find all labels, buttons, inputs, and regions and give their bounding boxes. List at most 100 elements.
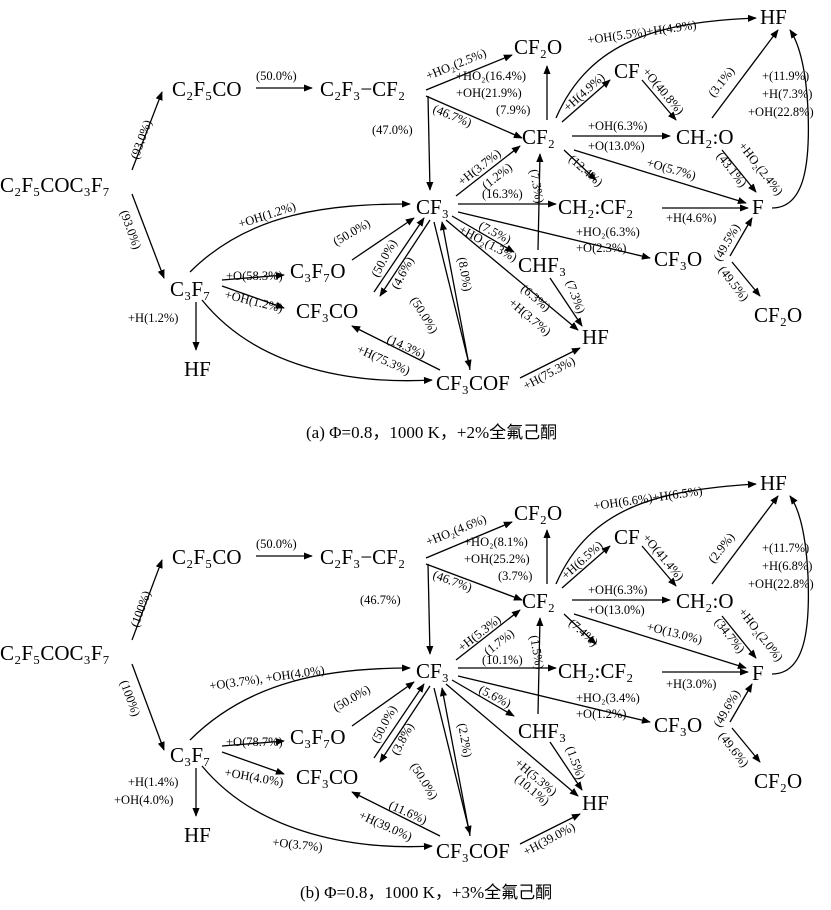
label-c2f3-cf2: (46.7%) <box>431 568 474 595</box>
arrow-ketone-to-c2f5co <box>131 91 163 171</box>
arrow-f-to-cf2o-lower <box>731 727 761 763</box>
arrow-cf3-to-cf3o <box>457 675 651 724</box>
label-ketone-c2f5co: (100%) <box>128 589 154 629</box>
label-c3f7o-cf3: (50.0%) <box>331 216 373 248</box>
arrow-ch2o-to-hf <box>711 495 779 585</box>
node-hf-left: HF <box>184 823 211 847</box>
label-c2f3-cf2: (46.7%) <box>431 102 474 130</box>
arrow-c2f3cf2-to-cf2 <box>425 563 523 601</box>
node-ch2cf2: CH₂:CF₂ <box>558 659 633 683</box>
label-ch2cf2-f: +H(4.6%) <box>666 211 716 225</box>
label-hf-side3: +OH(22.8%) <box>748 577 814 591</box>
label-ch2o-hf: (2.9%) <box>705 530 737 566</box>
label-cf2-f: +O(13.0%) <box>645 619 703 646</box>
arrow-cf3-to-cf3cof <box>433 221 472 369</box>
arrow-f-to-cf2o-lower <box>731 261 761 297</box>
node-c3f7o: C₃F₇O <box>290 259 346 283</box>
panel-a: C₂F₅COC₃F₇ C₂F₅CO C₂F₃−CF₂ C₃F₇ CF₃ CF₂ … <box>0 5 814 442</box>
node-cf2: CF₂ <box>522 589 555 613</box>
label-c3f7-cf3: +OH(1.2%) <box>237 199 298 231</box>
label-c3f7-hf: +H(1.4%) <box>128 775 178 789</box>
arrow-cf3co-to-cf3 <box>373 217 425 293</box>
arrow-c2f3cf2-to-cf3 <box>426 95 434 191</box>
node-cf3: CF₃ <box>416 659 449 683</box>
label-cf2-cf: +H(4.9%) <box>561 70 608 114</box>
arrow-cf2-to-ch2cf2 <box>563 149 597 181</box>
node-f: F <box>752 661 764 685</box>
node-c3f7: C₃F₇ <box>170 277 210 301</box>
node-chf3: CHF₃ <box>518 253 566 277</box>
label-ch2o-hf: (3.1%) <box>705 64 737 100</box>
label-cf2o-oh: +OH(25.2%) <box>464 552 530 566</box>
node-cf2o-right: CF₂O <box>754 769 802 793</box>
node-cf: CF <box>614 525 640 549</box>
label-c3f7-cf3cof: +O(3.7%) <box>272 835 324 854</box>
node-cf3co: CF₃CO <box>296 765 358 789</box>
label-cf3-ch2cf2: (16.3%) <box>482 187 523 201</box>
label-cf3-cf3o-ho2: +HO₂(6.3%) <box>576 225 640 239</box>
node-cf3o: CF₃O <box>654 247 702 271</box>
label-c2f3-cf3: (46.7%) <box>360 593 401 607</box>
arrow-c3f7-to-c3f7o-b <box>221 285 285 309</box>
arrow-cf3cof-to-cf3 <box>439 221 471 371</box>
arrow-chf3-to-cf2 <box>536 617 544 715</box>
arrow-cf3-to-hf <box>445 219 579 331</box>
arrow-cf2-to-f <box>573 149 747 205</box>
arrow-c3f7-to-cf3cof-curve <box>201 299 433 385</box>
label-cf2o-pct: (7.9%) <box>496 103 530 117</box>
label-hf-side1: +(11.9%) <box>762 69 809 83</box>
arrow-c3f7o-to-cf3 <box>351 217 415 261</box>
label-f-cf2o-b: (49.6%) <box>716 729 752 770</box>
arrow-ch2o-to-hf <box>711 29 779 119</box>
label-cf2-ch2o-oh: +OH(6.3%) <box>588 583 647 597</box>
node-c3f7o: C₃F₇O <box>290 725 346 749</box>
arrow-c3f7-to-c3f7o-a <box>221 272 285 281</box>
label-cf3cof-cf3: (8.0%) <box>455 256 475 292</box>
arrow-c3f7-to-cf3cof-curve <box>201 765 433 851</box>
label-cf2-chf3: (1.5%) <box>527 634 547 670</box>
node-hf-top: HF <box>760 5 787 29</box>
node-c2f3cf2: C₂F₃−CF₂ <box>320 545 405 569</box>
label-c3f7-cf3: +O(3.7%), +OH(4.0%) <box>208 663 325 693</box>
arrow-c2f3cf2-to-cf2o <box>425 521 513 559</box>
edge-labels-a: (93.0%) (93.0%) (50.0%) (47.0%) (46.7%) … <box>117 18 814 393</box>
label-hf-arc: +OH(6.6%)+H(6.5%) <box>592 484 703 513</box>
node-cf2o-right: CF₂O <box>754 303 802 327</box>
node-ch2cf2: CH₂:CF₂ <box>558 195 633 219</box>
label-c3f7-hf-b: +OH(4.0%) <box>114 793 173 807</box>
label-cf2o-ho2b: +HO₂(8.1%) <box>464 535 528 549</box>
arrow-c3f7o-to-cf3 <box>351 681 415 727</box>
label-cf2o-ho2b: +HO₂(16.4%) <box>456 69 526 83</box>
label-cf3cof-cf3: (2.2%) <box>455 722 475 758</box>
arrow-cf3-to-cf3o <box>457 211 651 260</box>
label-cf3-cf3cof: (50.0%) <box>407 760 440 802</box>
pathway-arrows-a <box>131 14 810 385</box>
arrow-cf3cof-to-hf <box>519 813 581 845</box>
arrow-cf2-to-f <box>573 613 747 670</box>
node-f: F <box>752 195 764 219</box>
arrow-cf2-to-cf <box>561 79 611 123</box>
arrow-cf2-to-cf <box>561 545 611 589</box>
arrow-ch2o-to-f <box>721 149 757 193</box>
label-c2f5co-c2f3: (50.0%) <box>256 537 297 551</box>
node-cf3: CF₃ <box>416 195 449 219</box>
arrow-ketone-to-c2f5co <box>131 559 163 641</box>
arrow-cf2-to-hf-arc <box>555 480 757 585</box>
arrow-f-to-cf2o-upper <box>729 683 753 723</box>
node-hf-left: HF <box>184 357 211 381</box>
label-cf3-cf3o-ho2: +HO₂(3.4%) <box>576 691 640 705</box>
arrow-f-to-cf2o-upper <box>729 217 753 257</box>
label-cf2-ch2o-oh: +OH(6.3%) <box>588 119 647 133</box>
node-hf-top: HF <box>760 471 787 495</box>
node-cf2o-top: CF₂O <box>514 501 562 525</box>
arrow-cf3cof-to-cf3co <box>351 791 441 837</box>
label-c3f7-c3f7o-oh: +OH(1.2%) <box>223 287 284 315</box>
arrow-cf3cof-to-hf <box>519 347 581 379</box>
label-c2f3-cf3: (47.0%) <box>372 123 413 137</box>
arrow-cf-to-ch2o <box>641 79 677 121</box>
label-cf2-f: +O(5.7%) <box>645 155 697 182</box>
arrow-cf3-to-cf3co <box>379 685 431 763</box>
arrow-c2f3cf2-to-cf2o <box>425 54 513 91</box>
arrow-cf3-to-cf2 <box>455 145 521 197</box>
